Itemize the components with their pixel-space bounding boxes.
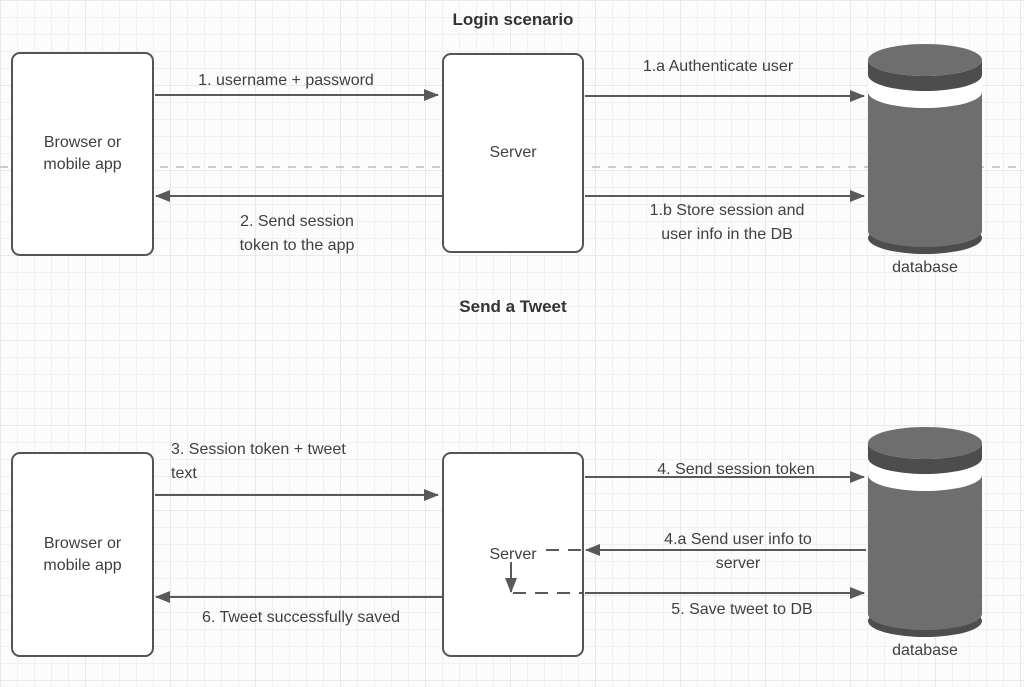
database-label-tweet: database: [775, 639, 1024, 663]
label-line: 5. Save tweet to DB: [671, 601, 813, 618]
label-line: Server: [489, 144, 537, 161]
label-line: 6. Tweet successfully saved: [201, 609, 401, 626]
label-line: user info in the DB: [661, 226, 793, 243]
flow-label-1: 1. username + password: [136, 69, 436, 93]
label-line: 4.a Send user info to: [664, 531, 812, 548]
label-line: Browser or: [43, 134, 122, 151]
label-line: mobile app: [43, 556, 122, 574]
server-node-login: Server: [442, 53, 584, 253]
flow-label-3: 3. Session token + tweet text: [171, 438, 471, 486]
server-node-tweet: Server: [442, 452, 584, 657]
label-line: text: [171, 465, 197, 482]
label-line: 4. Send session token: [657, 461, 815, 478]
browser-node-tweet: Browser or mobile app: [11, 452, 154, 657]
database-cylinder-icon: [868, 427, 982, 637]
flow-label-1a: 1.a Authenticate user: [568, 55, 868, 79]
browser-node-login: Browser or mobile app: [11, 52, 154, 256]
server-node-login-label: Server: [489, 142, 536, 164]
flow-label-4a: 4.a Send user info to server: [588, 528, 888, 576]
label-line: 2. Send session: [240, 213, 354, 230]
label-line: 1.a Authenticate user: [642, 58, 794, 75]
label-line: database: [892, 642, 958, 659]
label-line: Browser or: [43, 534, 122, 552]
label-line: token to the app: [239, 237, 355, 254]
label-line: mobile app: [43, 156, 122, 173]
flow-label-4: 4. Send session token: [586, 458, 886, 482]
browser-node-tweet-label: Browser or mobile app: [43, 533, 121, 577]
label-line: Server: [489, 545, 537, 563]
label-line: server: [715, 555, 761, 572]
label-line: 1. username + password: [198, 72, 374, 89]
browser-node-login-label: Browser or mobile app: [43, 132, 121, 176]
login-scenario-title: Login scenario: [452, 10, 574, 29]
label-line: 3. Session token + tweet: [171, 441, 346, 458]
send-a-tweet-title: Send a Tweet: [459, 297, 567, 316]
flow-label-5: 5. Save tweet to DB: [592, 598, 892, 622]
flow-label-6: 6. Tweet successfully saved: [151, 606, 451, 630]
database-label-login: database: [775, 256, 1024, 280]
flow-label-1b: 1.b Store session and user info in the D…: [577, 199, 877, 247]
database-cylinder-icon: [868, 44, 982, 254]
flow-label-2: 2. Send session token to the app: [147, 210, 447, 258]
label-line: 1.b Store session and: [649, 202, 805, 219]
server-node-tweet-label: Server: [489, 544, 536, 566]
label-line: database: [892, 259, 958, 276]
